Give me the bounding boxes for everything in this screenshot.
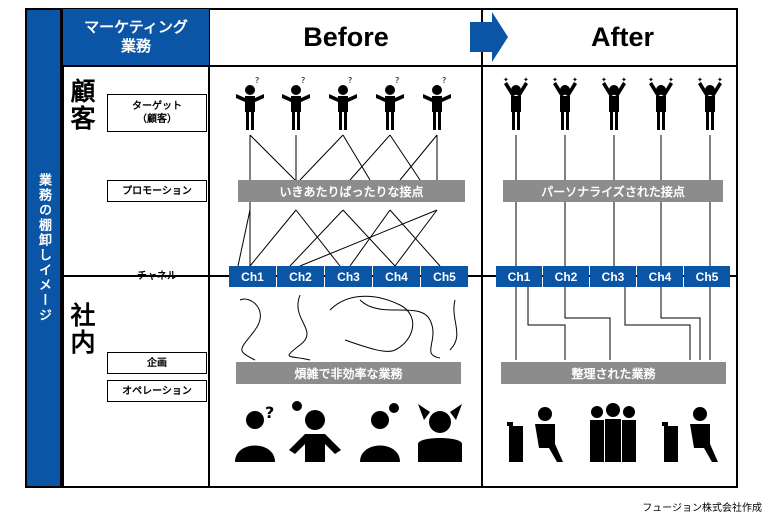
before-channel-3: Ch3 xyxy=(325,266,372,287)
after-touchpoint-bar: パーソナライズされた接点 xyxy=(503,180,723,202)
confused-person-icon: ? xyxy=(329,76,357,130)
before-scribbles xyxy=(239,294,458,361)
svg-text:?: ? xyxy=(265,403,274,422)
sidebar-label: 業務の棚卸しイメージ xyxy=(36,173,51,323)
svg-text:✦: ✦ xyxy=(601,76,607,84)
before-touchpoint-bar: いきあたりばったりな接点 xyxy=(238,180,465,202)
before-channel-1: Ch1 xyxy=(229,266,276,287)
category-customer: 顧 客 xyxy=(70,77,96,133)
after-channel-2: Ch2 xyxy=(543,266,589,287)
svg-text:✦: ✦ xyxy=(717,76,723,84)
before-tangled-connectors xyxy=(237,134,441,267)
after-channel-5: Ch5 xyxy=(684,266,730,287)
svg-text:?: ? xyxy=(395,76,399,85)
cheering-person-icon: ✦✦ xyxy=(601,76,627,130)
before-header: Before xyxy=(303,21,389,52)
team-icon xyxy=(590,403,636,462)
desk-worker-icon xyxy=(507,407,563,462)
svg-text:✦: ✦ xyxy=(648,76,654,84)
before-channel-4: Ch4 xyxy=(373,266,420,287)
credit-text: フュージョン株式会社作成 xyxy=(642,503,762,514)
svg-text:?: ? xyxy=(255,76,259,85)
sidebar: 業務の棚卸しイメージ xyxy=(25,8,62,488)
after-channel-4: Ch4 xyxy=(637,266,683,287)
marketing-ops-header: マーケティング 業務 xyxy=(63,9,209,65)
row-label-channel: チャネル xyxy=(137,271,177,282)
before-channel-5: Ch5 xyxy=(421,266,468,287)
svg-text:✦: ✦ xyxy=(621,76,627,84)
row-label-operation: オペレーション xyxy=(107,380,207,402)
before-staff: ? xyxy=(235,401,462,462)
svg-text:?: ? xyxy=(442,76,446,85)
confused-person-icon: ? xyxy=(236,76,264,130)
cheering-person-icon: ✦✦ xyxy=(648,76,674,130)
cheering-person-icon: ✦✦ xyxy=(503,76,529,130)
svg-text:✦: ✦ xyxy=(523,76,529,84)
row-label-promotion: プロモーション xyxy=(107,180,207,202)
before-channel-2: Ch2 xyxy=(277,266,324,287)
frustrated-worker-icon xyxy=(289,401,341,462)
confused-person-icon: ? xyxy=(423,76,451,130)
svg-text:✦: ✦ xyxy=(697,76,703,84)
angry-worker-icon xyxy=(360,403,400,462)
before-ops-bar: 煩雑で非効率な業務 xyxy=(236,362,461,384)
svg-text:✦: ✦ xyxy=(668,76,674,84)
confused-person-icon: ? xyxy=(376,76,404,130)
after-neat-connectors xyxy=(515,135,711,360)
category-internal: 社 内 xyxy=(70,301,96,357)
svg-text:?: ? xyxy=(301,76,305,85)
after-channel-1: Ch1 xyxy=(496,266,542,287)
row-label-target: ターゲット （顧客） xyxy=(107,94,207,132)
after-customers: ✦✦ ✦✦ ✦✦ ✦✦ ✦✦ xyxy=(503,76,723,130)
after-staff xyxy=(507,403,718,462)
after-header: After xyxy=(590,21,654,52)
desk-worker-icon xyxy=(662,407,718,462)
cheering-person-icon: ✦✦ xyxy=(552,76,578,130)
puzzled-worker-icon: ? xyxy=(235,403,275,462)
after-ops-bar: 整理された業務 xyxy=(501,362,726,384)
svg-text:✦: ✦ xyxy=(552,76,558,84)
svg-text:?: ? xyxy=(348,76,352,85)
overwhelmed-worker-icon xyxy=(418,404,462,462)
svg-text:✦: ✦ xyxy=(503,76,509,84)
arrow-right-icon xyxy=(470,12,508,62)
row-label-planning: 企画 xyxy=(107,352,207,374)
before-customers: ? ? ? ? ? xyxy=(236,76,451,130)
after-channel-3: Ch3 xyxy=(590,266,636,287)
cheering-person-icon: ✦✦ xyxy=(697,76,723,130)
svg-text:✦: ✦ xyxy=(572,76,578,84)
confused-person-icon: ? xyxy=(282,76,310,130)
